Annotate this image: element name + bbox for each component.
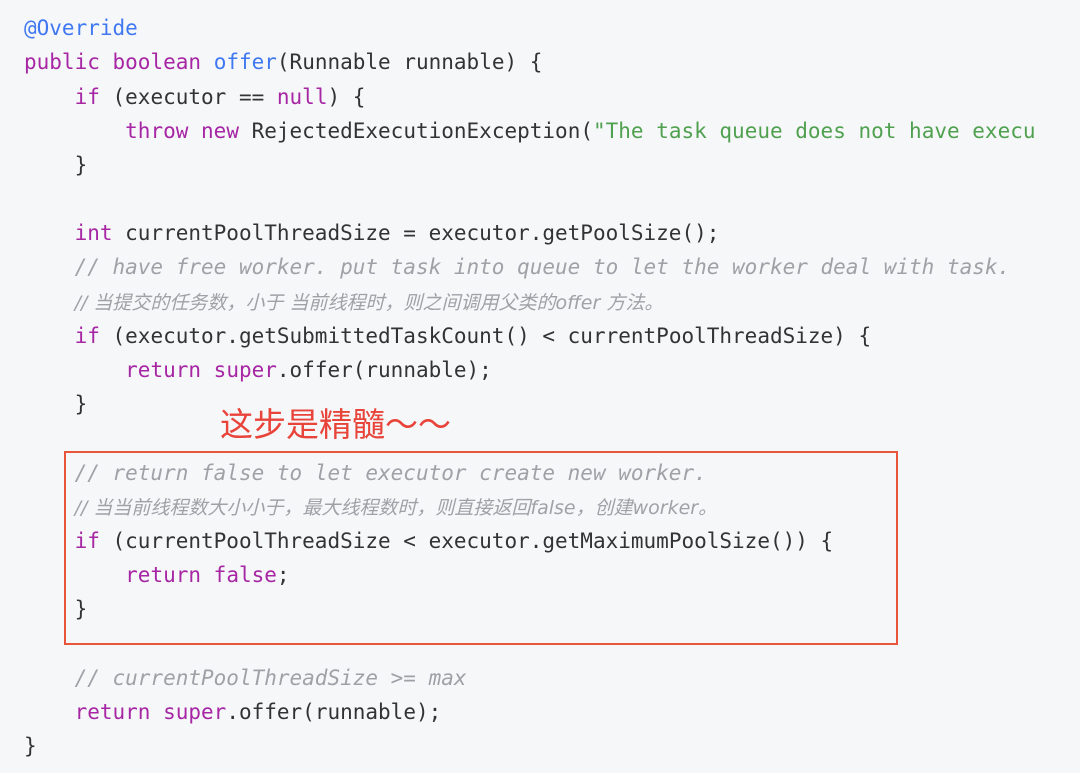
keyword-token: return xyxy=(125,563,202,587)
code-text: .offer(runnable); xyxy=(226,700,442,724)
code-text: (executor == xyxy=(99,85,277,109)
code-line-if-submitted: if (executor.getSubmittedTaskCount() < c… xyxy=(24,319,872,353)
code-text: ) { xyxy=(327,85,366,109)
keyword-token: null xyxy=(276,85,328,109)
code-line-return-super: return super.offer(runnable); xyxy=(24,695,442,729)
keyword-token: return xyxy=(125,358,202,382)
string-token: "The task queue does not have execu xyxy=(592,119,1036,143)
keyword-token: new xyxy=(201,119,239,143)
comment-token: // 当提交的任务数，小于 当前线程时，则之间调用父类的offer 方法。 xyxy=(74,292,664,314)
keyword-token: throw xyxy=(125,119,189,143)
keyword-token: if xyxy=(74,85,100,109)
code-line-return-super: return super.offer(runnable); xyxy=(24,353,492,387)
code-line-close-brace: } xyxy=(24,592,88,626)
code-text: ; xyxy=(276,563,290,587)
code-line-pool-size: int currentPoolThreadSize = executor.get… xyxy=(24,216,720,250)
annotation-note: 这步是精髓～～ xyxy=(220,405,451,444)
keyword-token: super xyxy=(213,358,277,382)
code-text: } xyxy=(74,153,88,177)
code-text: (executor.getSubmittedTaskCount() < curr… xyxy=(99,324,872,348)
code-line-close-brace: } xyxy=(24,387,88,421)
highlight-box xyxy=(64,451,898,645)
code-line-return-false: return false; xyxy=(24,558,290,592)
annotation-token: @Override xyxy=(24,16,138,40)
keyword-token: public xyxy=(24,50,100,74)
code-line-close-brace: } xyxy=(24,148,88,182)
code-line-comment: // currentPoolThreadSize >= max xyxy=(24,661,467,695)
code-text: currentPoolThreadSize = executor.getPool… xyxy=(112,221,720,245)
code-line-comment-cn: // 当提交的任务数，小于 当前线程时，则之间调用父类的offer 方法。 xyxy=(24,285,664,319)
keyword-token: return xyxy=(74,700,151,724)
code-line-method-signature: public boolean offer(Runnable runnable) … xyxy=(24,45,542,79)
comment-token: // currentPoolThreadSize >= max xyxy=(74,666,467,690)
comment-token: // have free worker. put task into queue… xyxy=(74,255,1011,279)
code-line-comment: // return false to let executor create n… xyxy=(24,456,707,490)
code-line-close-brace: } xyxy=(24,729,37,763)
code-line-throw: throw new RejectedExecutionException("Th… xyxy=(24,114,1036,148)
keyword-token: boolean xyxy=(112,50,202,74)
code-text: } xyxy=(74,392,88,416)
method-name-token: offer xyxy=(213,50,277,74)
keyword-token: super xyxy=(163,700,227,724)
comment-token: // return false to let executor create n… xyxy=(74,461,707,485)
code-line-override: @Override xyxy=(24,11,138,45)
code-text: .offer(runnable); xyxy=(276,358,492,382)
keyword-token: false xyxy=(213,563,277,587)
comment-token: // 当当前线程数大小小于，最大线程数时，则直接返回false，创建worker… xyxy=(74,497,718,519)
code-text: } xyxy=(24,734,37,758)
code-line-if-null: if (executor == null) { xyxy=(24,80,366,114)
code-line-comment-cn: // 当当前线程数大小小于，最大线程数时，则直接返回false，创建worker… xyxy=(24,490,718,524)
code-text: (currentPoolThreadSize < executor.getMax… xyxy=(99,529,834,553)
code-line-if-maximum: if (currentPoolThreadSize < executor.get… xyxy=(24,524,834,558)
keyword-token: if xyxy=(74,324,100,348)
code-line-comment: // have free worker. put task into queue… xyxy=(24,250,1011,284)
code-text: } xyxy=(74,597,88,621)
code-text: RejectedExecutionException( xyxy=(238,119,593,143)
keyword-token: int xyxy=(74,221,113,245)
code-text: (Runnable runnable) { xyxy=(276,50,543,74)
keyword-token: if xyxy=(74,529,100,553)
